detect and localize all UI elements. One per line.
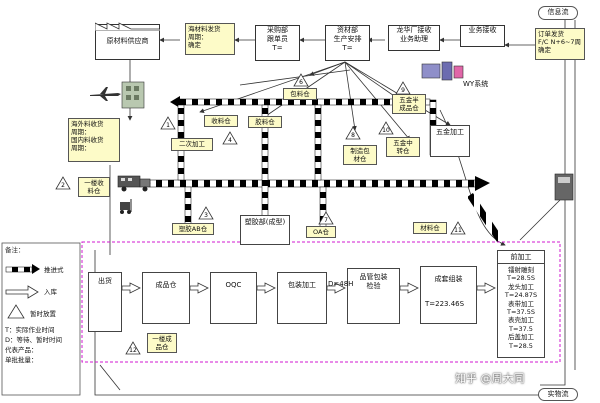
buffer-1f-receive: 一楼收 料仓 bbox=[78, 177, 110, 197]
front-machining-title: 前加工 bbox=[498, 253, 544, 264]
buffer-pack: 包料仓 bbox=[283, 88, 317, 100]
purchase-dept: 采购部 跟单员 T= bbox=[255, 25, 300, 61]
cycle-time: T=223.46S bbox=[425, 300, 465, 308]
forklift-icon bbox=[117, 198, 137, 214]
airplane-icon bbox=[88, 86, 122, 102]
material-flow-label: 实物流 bbox=[538, 388, 578, 401]
warehouse-icon bbox=[120, 78, 148, 110]
inventory-triangle-7: 7 bbox=[318, 210, 334, 229]
watermark: 知乎 @周大同 bbox=[455, 372, 525, 385]
inventory-triangle-4: 4 bbox=[222, 130, 238, 149]
legend-d-def: D：等待、暂时时间 bbox=[5, 336, 63, 344]
proc-hardware: 五金加工 bbox=[430, 125, 470, 157]
inventory-triangle-2: 2 bbox=[55, 175, 71, 194]
proc-assembly: 成套组装 bbox=[420, 266, 477, 324]
triangle-num: 7 bbox=[324, 217, 328, 224]
buffer-material: 材料仓 bbox=[413, 222, 447, 234]
sales-receive: 业务接收 bbox=[460, 25, 505, 47]
inventory-triangle-6: 6 bbox=[293, 72, 309, 91]
inventory-triangle-3: 3 bbox=[198, 205, 214, 224]
legend-batch: 单批批量： bbox=[5, 356, 38, 364]
inventory-triangle-11: 11 bbox=[450, 220, 466, 239]
process-area-frame bbox=[81, 241, 561, 363]
machine-icon bbox=[553, 172, 577, 202]
inventory-triangle-12: 12 bbox=[125, 340, 141, 359]
triangle-num: 3 bbox=[204, 212, 208, 219]
triangle-num: 4 bbox=[228, 137, 232, 144]
legend-title: 备注： bbox=[5, 246, 25, 254]
factory-roof-icon bbox=[94, 16, 161, 32]
materials-dept: 资材部 生产安排 T= bbox=[325, 25, 370, 61]
triangle-num: 11 bbox=[454, 227, 462, 234]
proc-shipping: 出货 bbox=[88, 272, 122, 332]
proc-qc-pack: 品管包装 检验 bbox=[347, 268, 400, 324]
legend-rep: 代表产品： bbox=[5, 346, 38, 354]
triangle-num: 6 bbox=[299, 79, 303, 86]
truck-icon bbox=[117, 172, 152, 192]
triangle-num: 10 bbox=[382, 127, 390, 134]
front-machining-details: 镭射雕刻 T=28.5S 龙头加工 T=24.87S 表带加工 T=37.5S … bbox=[504, 266, 538, 350]
legend-store: 入库 bbox=[44, 288, 57, 296]
info-flow-label: 信息流 bbox=[538, 6, 578, 20]
buffer-plastic-ab: 塑胶AB仓 bbox=[172, 223, 214, 235]
buffer-pack-material: 制造包 材仓 bbox=[343, 145, 377, 165]
wait-time: D=48H bbox=[328, 280, 354, 288]
proc-front-machining: 前加工 镭射雕刻 T=28.5S 龙头加工 T=24.87S 表带加工 T=37… bbox=[497, 250, 545, 358]
triangle-num: 12 bbox=[129, 347, 137, 354]
longhua-receive: 龙华厂接收 业务助理 bbox=[388, 25, 440, 51]
po-note: 海材料发货 周期： 确定 bbox=[185, 23, 235, 55]
triangle-num: 1 bbox=[166, 122, 170, 129]
inventory-triangle-10: 10 bbox=[378, 120, 394, 139]
wy-label: WY系统 bbox=[463, 80, 489, 88]
supplier-title: 原材料供应商 bbox=[106, 37, 149, 45]
process-flow-arrows bbox=[121, 282, 496, 294]
main-push-arrow-head bbox=[475, 176, 490, 191]
inventory-triangle-1: 1 bbox=[160, 115, 176, 134]
order-note: 订单发货 F/C N+6~7周 确定 bbox=[535, 28, 585, 60]
proc-finished-goods: 成品仓 bbox=[142, 272, 190, 324]
buffer-receive: 收料仓 bbox=[204, 115, 238, 127]
buffer-hardware-semi: 五金半 成品仓 bbox=[392, 94, 426, 114]
triangle-num: 2 bbox=[61, 182, 65, 189]
inventory-triangle-8: 8 bbox=[345, 125, 361, 144]
legend-t-def: T：实际作业时间 bbox=[5, 326, 55, 334]
proc-plastic-molding: 塑胶部(成型) bbox=[240, 215, 290, 245]
proc-packaging: 包装加工 bbox=[277, 272, 327, 324]
legend-temp: 暂时放置 bbox=[30, 310, 56, 318]
computer-icon bbox=[420, 60, 465, 82]
buffer-hardware-transfer: 五金中 转仓 bbox=[386, 137, 420, 157]
legend-push: 推进式 bbox=[44, 266, 64, 274]
buffer-rubber: 胶料仓 bbox=[248, 116, 282, 128]
triangle-num: 9 bbox=[401, 87, 405, 94]
main-push-arrow bbox=[149, 179, 476, 188]
buffer-secondary: 二次加工 bbox=[171, 138, 213, 151]
buffer-1f-finished: 一楼成 品仓 bbox=[147, 333, 177, 353]
inventory-triangle-9: 9 bbox=[395, 80, 411, 99]
overseas-note: 海外料收货 周期： 国内料收货 周期： bbox=[68, 118, 120, 162]
triangle-num: 8 bbox=[351, 132, 355, 139]
proc-oqc: OQC bbox=[210, 272, 257, 324]
buffer-oa: OA仓 bbox=[306, 226, 336, 238]
